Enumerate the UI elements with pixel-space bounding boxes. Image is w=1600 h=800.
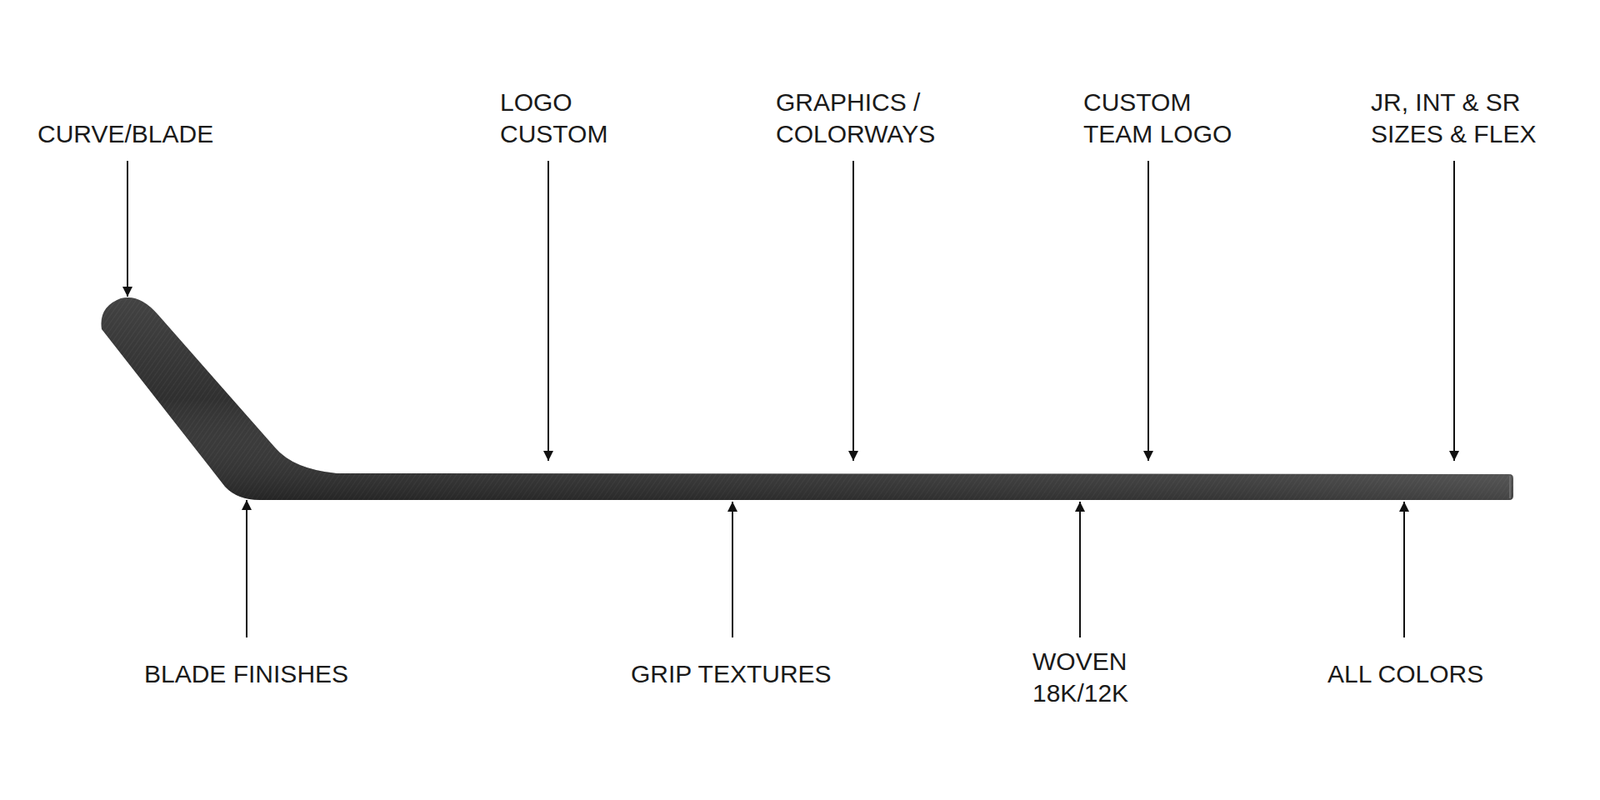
leader-arrow	[547, 160, 550, 461]
callout-label-box: BLADE FINISHES	[144, 658, 349, 690]
callout-label: BLADE FINISHES	[144, 658, 349, 690]
callout-label: GRIP TEXTURES	[630, 658, 832, 690]
leader-arrow	[1403, 501, 1405, 638]
callout-label: CUSTOM TEAM LOGO	[1083, 86, 1242, 150]
leader-arrow	[731, 501, 734, 638]
callout-label-box: CURVE/BLADE	[37, 118, 214, 150]
callout-label: GRAPHICS / COLORWAYS	[775, 86, 947, 150]
callout-label-box: JR, INT & SR SIZES & FLEX	[1370, 86, 1550, 150]
callout-label-box: GRAPHICS / COLORWAYS	[775, 86, 947, 150]
hockey-stick	[100, 297, 1514, 500]
leader-arrow	[1079, 501, 1081, 638]
callout-label: CURVE/BLADE	[37, 118, 214, 150]
stick-shading	[100, 297, 1514, 500]
carbon-weave	[100, 297, 1514, 500]
callout-label-box: WOVEN 18K/12K	[1032, 645, 1150, 710]
leader-lines	[127, 160, 1455, 638]
callout-label: LOGO CUSTOM	[500, 86, 617, 150]
callout-label-box: LOGO CUSTOM	[500, 86, 617, 150]
butt-end	[1509, 475, 1511, 499]
stick-body	[100, 297, 1514, 500]
leader-arrow	[1453, 160, 1455, 461]
callout-label: JR, INT & SR SIZES & FLEX	[1370, 86, 1550, 150]
leader-arrow	[1147, 160, 1150, 461]
callout-label: ALL COLORS	[1327, 658, 1484, 690]
leader-arrow	[245, 500, 248, 638]
leader-arrow	[126, 160, 129, 297]
callout-label-box: ALL COLORS	[1327, 658, 1484, 690]
callout-label-box: GRIP TEXTURES	[630, 658, 832, 690]
leader-arrow	[852, 160, 855, 461]
callout-label: WOVEN 18K/12K	[1032, 645, 1150, 710]
callout-label-box: CUSTOM TEAM LOGO	[1083, 86, 1242, 150]
